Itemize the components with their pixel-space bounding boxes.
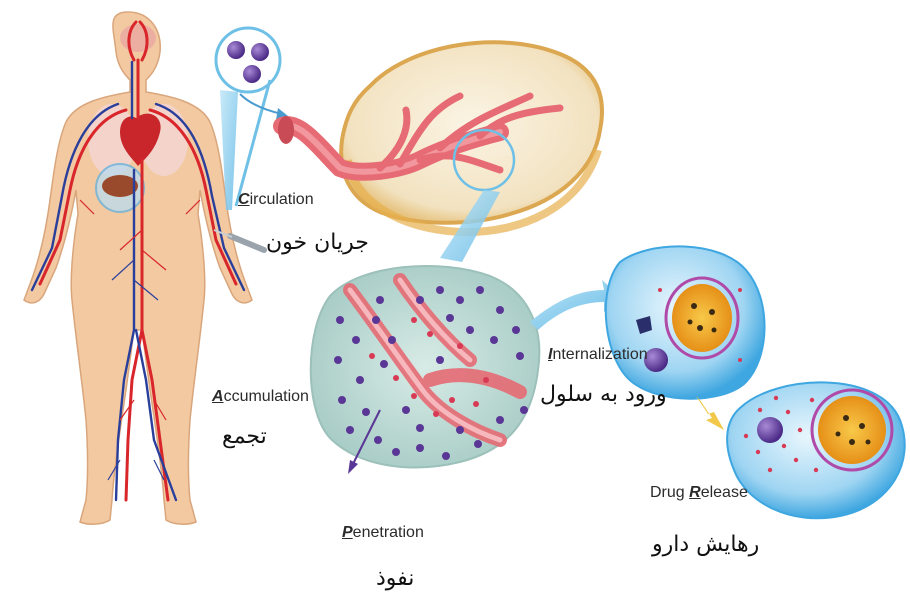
release-fa-label: رهایش دارو [652,532,759,557]
cell-release-illustration [727,382,905,518]
internalization-rest: nternalization [552,346,647,363]
release-rest: elease [701,484,748,501]
release-prefix: Drug [650,484,689,501]
circulation-label: Circulation [238,191,314,209]
internalization-label: Internalization [548,346,648,364]
release-arrow-icon [696,396,724,430]
release-initial: R [689,484,701,501]
accumulation-label: Accumulation [212,388,309,406]
tumor-illustration [311,266,540,474]
cell-internalization-illustration [606,246,765,398]
penetration-rest: enetration [353,524,424,541]
penetration-arrow-icon [348,460,358,474]
accumulation-rest: ccumulation [224,388,309,405]
penetration-initial: P [342,524,353,541]
release-label: Drug Release [650,484,748,502]
circulation-initial: C [238,191,250,208]
circulation-rest: irculation [250,191,314,208]
penetration-fa-label: نفوذ [376,566,414,591]
penetration-label: Penetration [342,524,424,542]
accumulation-initial: A [212,388,224,405]
internalization-fa-label: ورود به سلول [540,382,667,407]
accumulation-fa-label: تجمع [222,424,267,449]
circulation-fa-label: جریان خون [266,230,369,255]
